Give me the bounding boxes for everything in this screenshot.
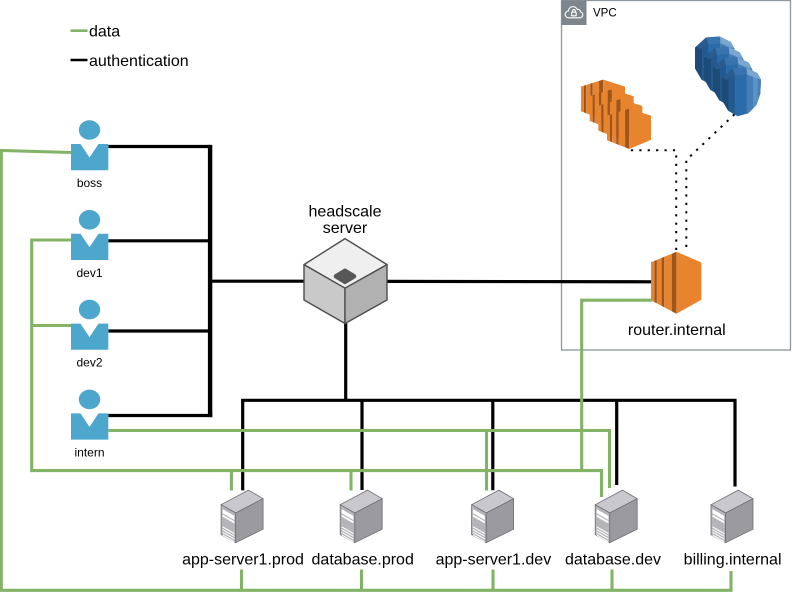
svg-text:data: data bbox=[89, 24, 120, 41]
svg-text:VPC: VPC bbox=[593, 8, 617, 20]
svg-text:database.prod: database.prod bbox=[312, 552, 414, 569]
svg-text:boss: boss bbox=[77, 176, 102, 190]
svg-text:app-server1.prod: app-server1.prod bbox=[182, 552, 304, 569]
svg-text:intern: intern bbox=[74, 445, 104, 459]
svg-text:dev2: dev2 bbox=[76, 356, 102, 370]
svg-text:billing.internal: billing.internal bbox=[684, 552, 782, 569]
svg-text:database.dev: database.dev bbox=[565, 552, 661, 569]
svg-text:dev1: dev1 bbox=[76, 266, 102, 280]
svg-text:router.internal: router.internal bbox=[628, 322, 726, 339]
svg-text:authentication: authentication bbox=[89, 53, 189, 70]
svg-text:app-server1.dev: app-server1.dev bbox=[436, 552, 552, 569]
svg-text:server: server bbox=[323, 220, 368, 237]
svg-text:headscale: headscale bbox=[309, 203, 382, 220]
